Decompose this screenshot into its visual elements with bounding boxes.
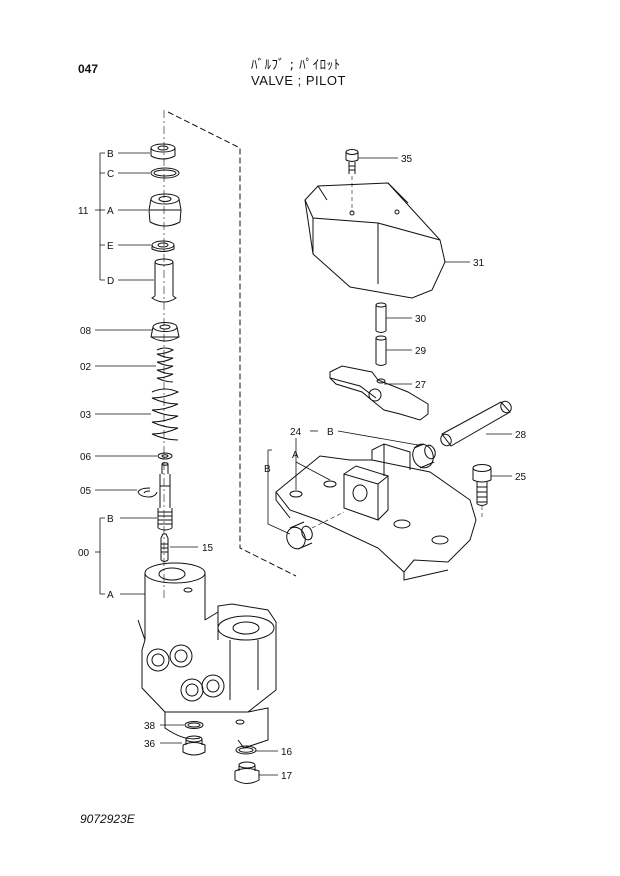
part-02-inner-spring bbox=[156, 347, 175, 383]
part-11-c-oring bbox=[150, 167, 180, 179]
part-11-b-seal bbox=[150, 143, 176, 160]
callout-27: 27 bbox=[415, 380, 427, 391]
part-15-pin bbox=[160, 533, 169, 562]
part-16-oring bbox=[235, 745, 257, 755]
callout-11-c: C bbox=[107, 169, 114, 180]
part-05-snap-ring bbox=[137, 487, 158, 498]
page-number: 047 bbox=[78, 62, 99, 76]
part-30-pin bbox=[375, 302, 387, 333]
callout-16: 16 bbox=[281, 747, 293, 758]
callout-00: 00 bbox=[78, 548, 90, 559]
callout-25: 25 bbox=[515, 472, 527, 483]
part-24-b-bushing-right bbox=[412, 443, 436, 469]
part-28-shaft bbox=[440, 400, 512, 447]
callout-03: 03 bbox=[80, 410, 92, 421]
part-06-shim bbox=[157, 452, 173, 460]
callout-02: 02 bbox=[80, 362, 92, 373]
callout-31: 31 bbox=[473, 258, 485, 269]
callout-24-b-lower: B bbox=[264, 464, 271, 475]
part-00-a-valve-body bbox=[137, 562, 277, 749]
callout-11-b: B bbox=[107, 149, 114, 160]
callout-36: 36 bbox=[144, 739, 156, 750]
callout-17: 17 bbox=[281, 771, 293, 782]
part-36-plug bbox=[182, 735, 206, 756]
callout-00-a: A bbox=[107, 590, 114, 601]
title-english: VALVE ; PILOT bbox=[251, 73, 346, 88]
part-17-plug bbox=[234, 761, 260, 784]
part-31-cover bbox=[304, 182, 446, 299]
part-11-e-washer bbox=[151, 240, 175, 252]
callout-35: 35 bbox=[401, 154, 413, 165]
part-35-bolt bbox=[345, 149, 359, 212]
right-callout-leaders bbox=[267, 157, 512, 535]
part-38-oring bbox=[184, 721, 204, 729]
part-08-spring-seat bbox=[150, 322, 180, 342]
callout-24-a: A bbox=[292, 450, 299, 461]
callout-29: 29 bbox=[415, 346, 427, 357]
callout-24: 24 bbox=[290, 427, 302, 438]
drawing-code: 9072923E bbox=[80, 812, 135, 826]
callout-08: 08 bbox=[80, 326, 92, 337]
part-24-a-plate bbox=[275, 443, 477, 581]
part-25-bolt bbox=[472, 464, 492, 518]
part-03-outer-spring bbox=[151, 388, 180, 441]
title-japanese: ﾊﾞﾙﾌﾞ ; ﾊﾟｲﾛｯﾄ bbox=[251, 58, 341, 73]
callout-06: 06 bbox=[80, 452, 92, 463]
callout-11: 11 bbox=[78, 206, 89, 217]
callout-24-b: B bbox=[327, 427, 334, 438]
part-27-cam bbox=[329, 365, 429, 421]
part-00-b-spool bbox=[157, 462, 173, 531]
callout-28: 28 bbox=[515, 430, 527, 441]
left-callout-leaders bbox=[95, 152, 278, 776]
callout-00-b: B bbox=[107, 514, 114, 525]
callout-05: 05 bbox=[80, 486, 92, 497]
part-11-d-push-rod bbox=[151, 258, 177, 303]
part-24-b-bushing-left bbox=[286, 511, 345, 550]
callout-15: 15 bbox=[202, 543, 214, 554]
part-11-a-bushing bbox=[148, 193, 182, 227]
part-29-pin bbox=[375, 335, 387, 366]
callout-38: 38 bbox=[144, 721, 156, 732]
callout-30: 30 bbox=[415, 314, 427, 325]
callout-11-d: D bbox=[107, 276, 114, 287]
callout-11-e: E bbox=[107, 241, 114, 252]
callout-11-a: A bbox=[107, 206, 114, 217]
assembly-connector-lines bbox=[167, 111, 297, 577]
